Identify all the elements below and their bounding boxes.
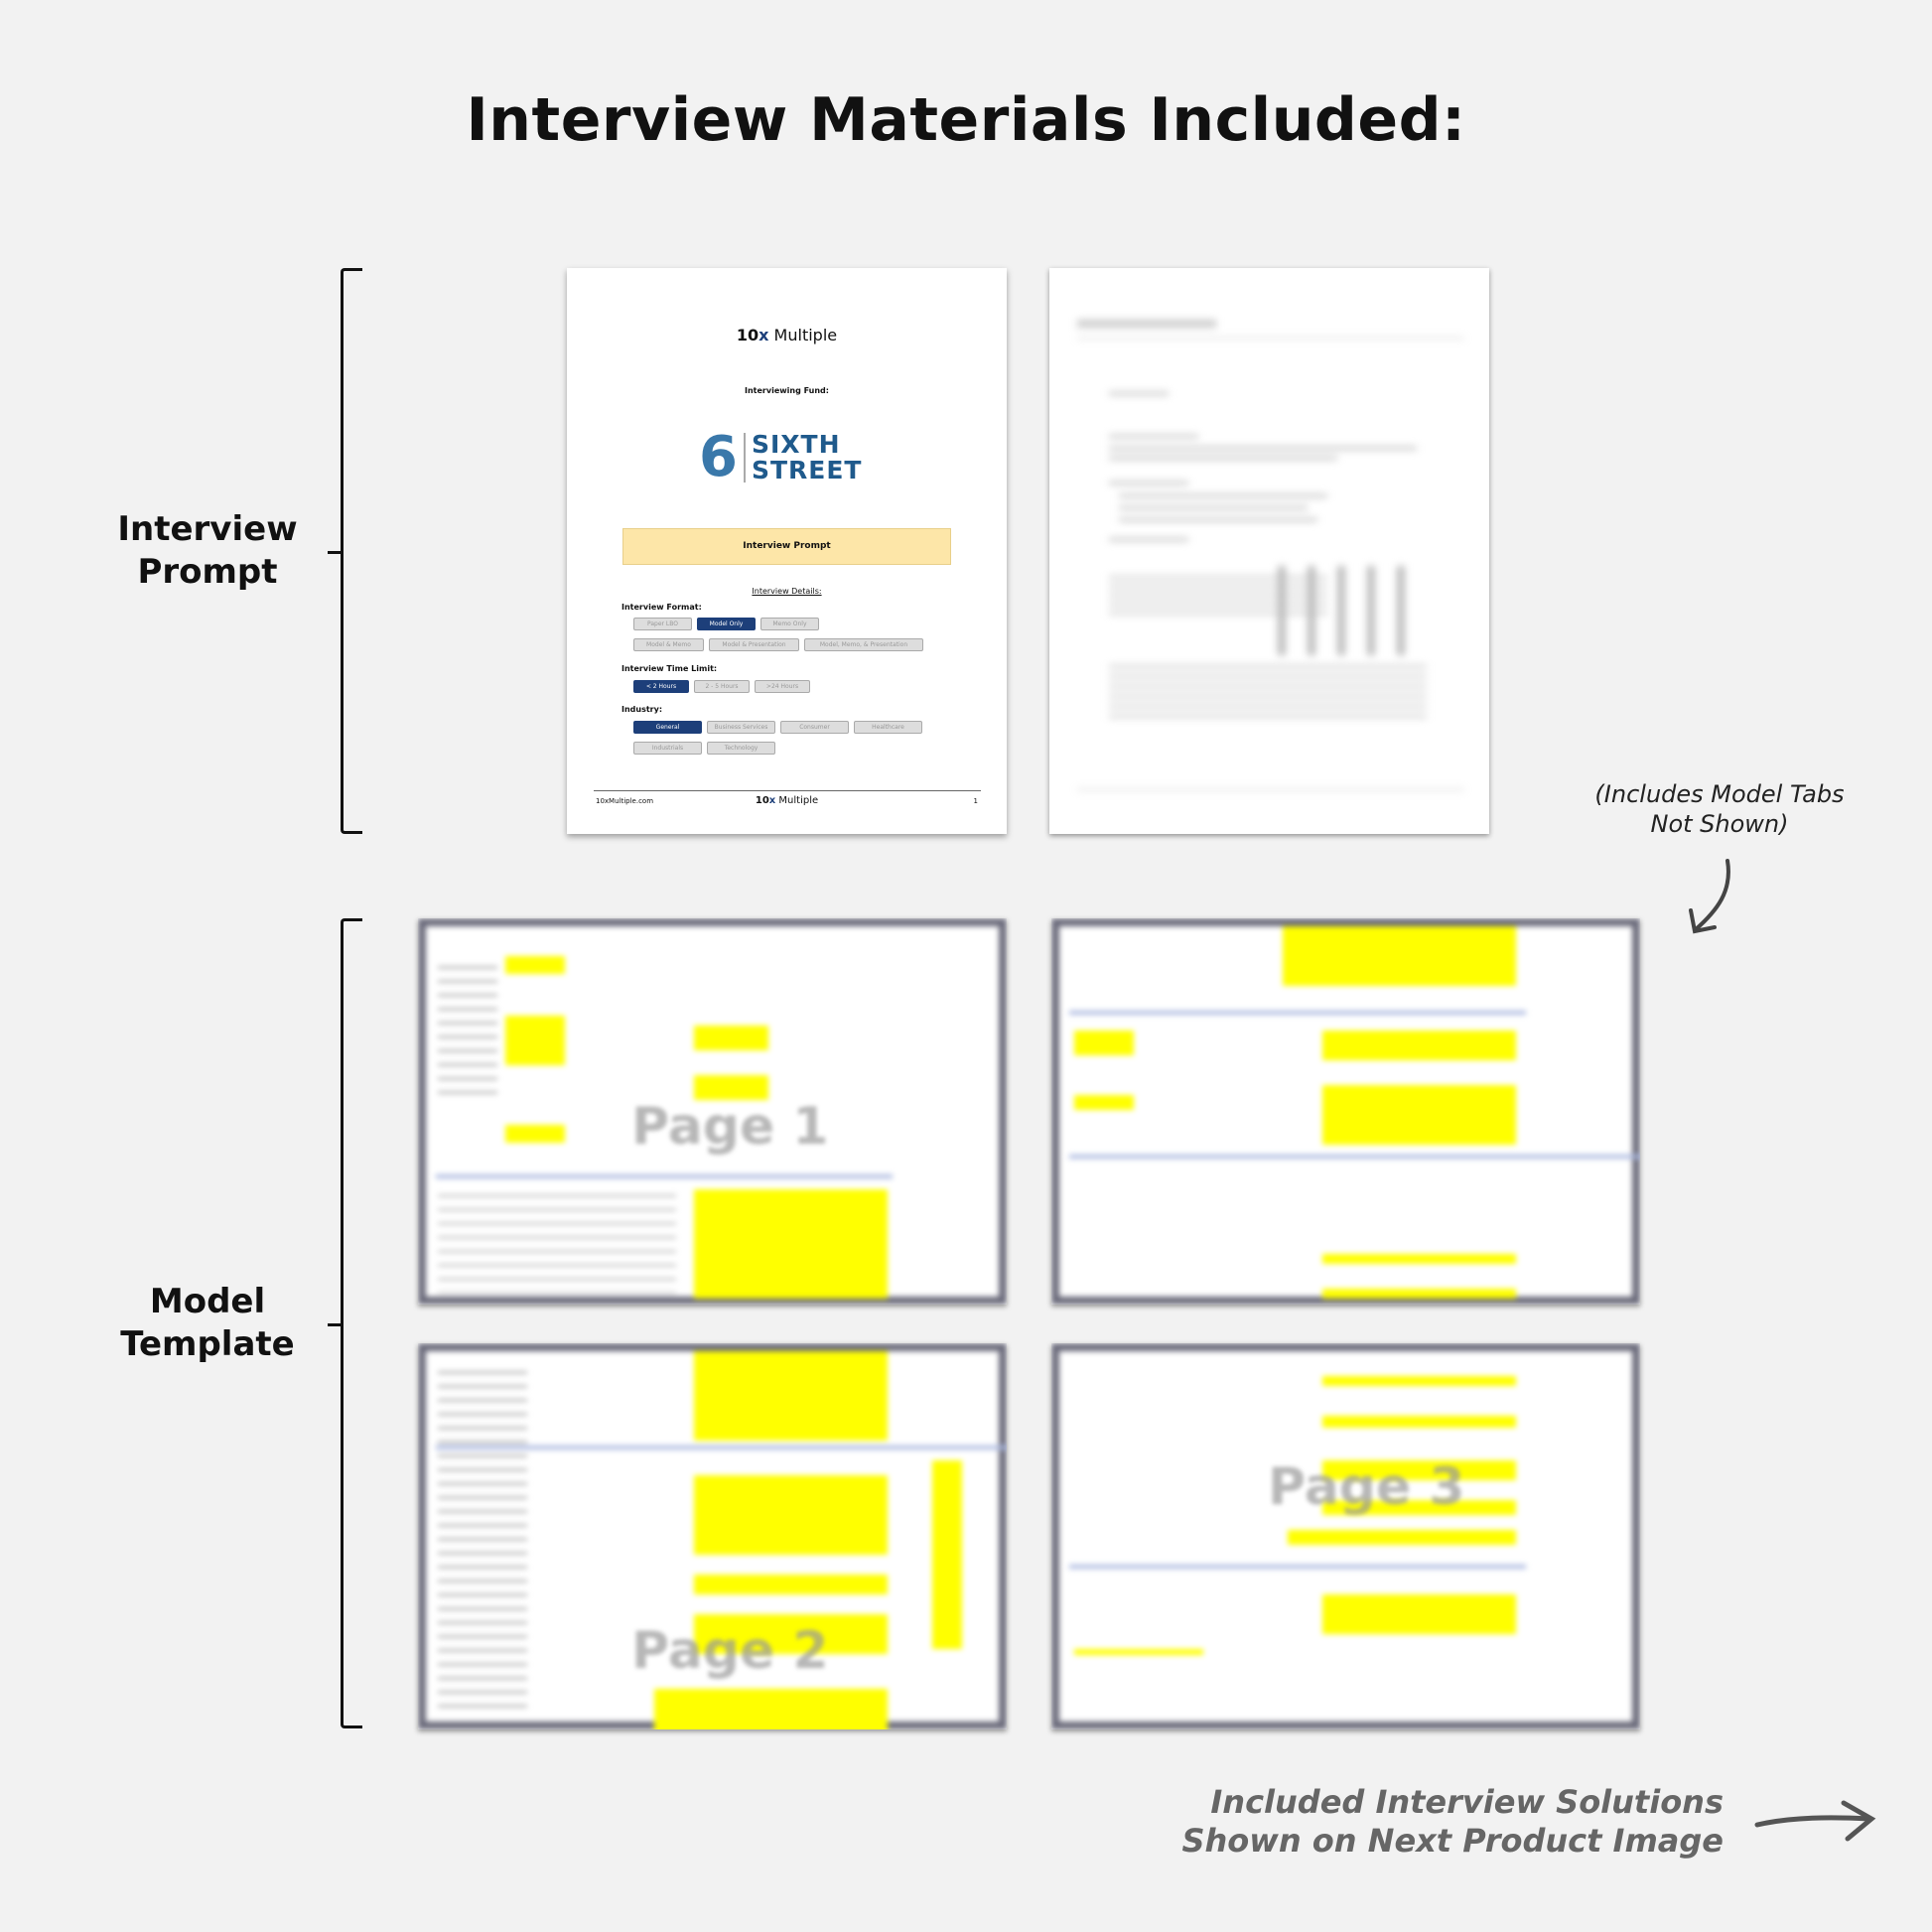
format-chip: Model & Memo <box>633 638 704 651</box>
industry-label: Industry: <box>621 705 663 714</box>
details-heading: Interview Details: <box>752 587 822 596</box>
format-chip: Model & Presentation <box>709 638 799 651</box>
brand-header: 10x Multiple <box>736 326 838 345</box>
bracket-prompt <box>328 268 362 834</box>
model-sheet-page-1: Page 1 <box>418 918 1007 1305</box>
prompt-page-blurred <box>1049 268 1489 834</box>
prompt-banner: Interview Prompt <box>622 528 951 565</box>
time-chip: 2 - 5 Hours <box>694 680 750 693</box>
right-arrow-icon <box>1754 1800 1876 1842</box>
curved-arrow-icon <box>1689 859 1730 934</box>
industry-chip-selected: General <box>633 721 702 734</box>
industry-chip: Consumer <box>780 721 849 734</box>
model-sheet-page-2: Page 2 <box>418 1343 1007 1729</box>
section-label-prompt: Interview Prompt <box>117 509 298 592</box>
industry-chip: Healthcare <box>854 721 922 734</box>
format-chip: Paper LBO <box>633 618 692 630</box>
footer-page-number: 1 <box>973 797 978 805</box>
footer-site: 10xMultiple.com <box>596 797 654 805</box>
format-chip: Memo Only <box>760 618 819 630</box>
watermark: Page 1 <box>631 1097 829 1157</box>
section-label-model: Model Template <box>120 1282 295 1364</box>
model-tabs-note: (Includes Model Tabs Not Shown) <box>1594 780 1845 838</box>
bracket-model <box>328 918 362 1728</box>
format-chip-selected: Model Only <box>697 618 756 630</box>
format-label: Interview Format: <box>621 603 702 612</box>
fund-label: Interviewing Fund: <box>745 386 829 395</box>
page-title: Interview Materials Included: <box>466 85 1466 155</box>
watermark: Page 2 <box>631 1621 829 1681</box>
industry-chip: Business Services <box>707 721 775 734</box>
watermark: Page 3 <box>1268 1457 1465 1517</box>
time-chip-selected: < 2 Hours <box>633 680 689 693</box>
industry-chip: Technology <box>707 742 775 755</box>
industry-chip: Industrials <box>633 742 702 755</box>
model-sheet-page-3a <box>1051 918 1640 1305</box>
footer-brand: 10x Multiple <box>755 795 819 806</box>
footer-divider <box>594 790 981 791</box>
model-sheet-page-3: Page 3 <box>1051 1343 1640 1729</box>
format-chip: Model, Memo, & Presentation <box>804 638 923 651</box>
time-chip: >24 Hours <box>755 680 810 693</box>
time-label: Interview Time Limit: <box>621 664 718 673</box>
